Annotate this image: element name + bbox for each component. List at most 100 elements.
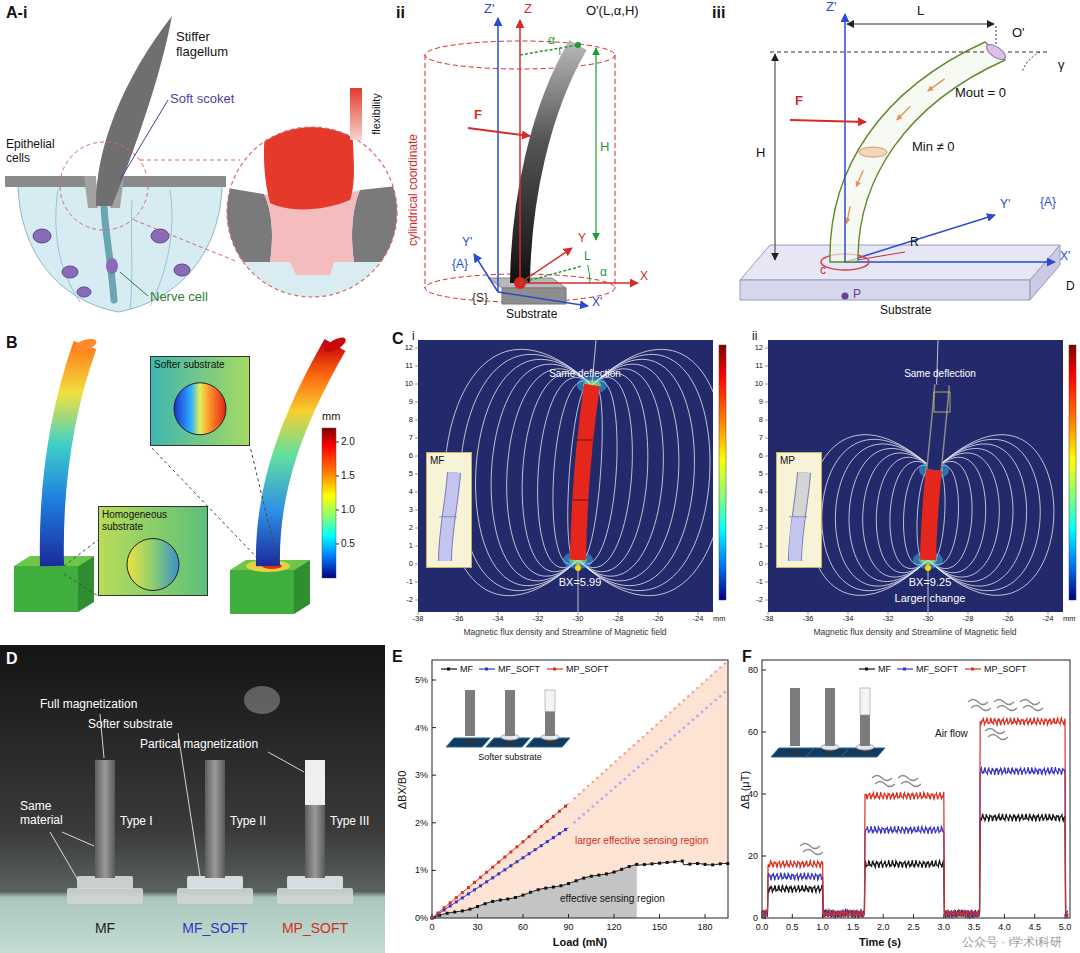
data-marker (678, 703, 681, 706)
data-marker (719, 862, 722, 865)
annotation: Same deflection (904, 368, 976, 380)
data-marker (719, 666, 722, 669)
tick (432, 680, 436, 681)
tick-label: -2 (756, 596, 763, 605)
data-marker (614, 760, 617, 763)
data-marker (642, 762, 645, 765)
annotation: Larger change (895, 592, 966, 605)
tick (765, 420, 768, 421)
data-marker (605, 768, 608, 771)
dimension-label: R (910, 236, 919, 250)
tick (762, 670, 766, 671)
tick (432, 775, 436, 776)
tick-label: 0 (759, 560, 763, 569)
tick-label: 2.5 (907, 922, 920, 932)
data-marker (650, 862, 653, 865)
socket-wall (352, 186, 397, 262)
tick-label: 11 (755, 362, 763, 371)
data-marker (546, 820, 549, 823)
sensor-chip (546, 740, 554, 744)
flange (67, 888, 143, 904)
data-marker (664, 742, 667, 745)
data-marker (705, 707, 708, 710)
inset-picture (99, 507, 207, 595)
data-marker (701, 683, 704, 686)
tick (1034, 914, 1035, 918)
inset-picture (151, 357, 249, 445)
data-marker (696, 715, 699, 718)
tick (477, 914, 478, 918)
legend-text: MF_SOFT (916, 664, 958, 674)
substrate-front (740, 280, 1030, 300)
unit-label: mm (1063, 615, 1076, 624)
legend-item: MF_SOFT (896, 664, 958, 674)
point-label: O' (1012, 26, 1025, 41)
level-line (1008, 52, 1050, 53)
data-marker (597, 874, 600, 877)
legend-line-sample (479, 669, 495, 670)
tick-label: -34 (843, 615, 854, 624)
tick-label: -26 (1003, 615, 1014, 624)
epidermis (5, 176, 91, 187)
data-marker (696, 687, 699, 690)
data-marker (455, 896, 458, 899)
field-line (578, 384, 602, 561)
panel-d-photo (0, 645, 385, 953)
tick-label: 11 (405, 362, 413, 371)
data-marker (522, 894, 525, 897)
data-marker (509, 850, 512, 853)
data-marker (596, 777, 599, 780)
segment-line (439, 516, 457, 517)
tick-label: 30 (472, 922, 482, 932)
leader-line (178, 733, 200, 876)
angle-label: γ (1058, 58, 1065, 73)
data-marker (711, 863, 714, 866)
tick (432, 870, 436, 871)
sample-label: MP_SOFT (282, 920, 348, 936)
tick-label: 180 (698, 922, 713, 932)
tick-label: 40 (748, 789, 758, 799)
data-marker (485, 871, 488, 874)
data-marker (628, 865, 631, 868)
flexibility-bar (350, 88, 362, 140)
tick-label: 0% (415, 913, 428, 923)
data-marker (479, 884, 482, 887)
beam (52, 345, 85, 566)
plot-ground (418, 340, 713, 612)
sensor-board (446, 738, 490, 747)
axis (844, 14, 846, 262)
tick (765, 564, 768, 565)
tick-label: 4.5 (1028, 922, 1041, 932)
data-marker (491, 866, 494, 869)
angle-label: α (548, 34, 555, 48)
field-line (578, 354, 710, 590)
field-lines (444, 340, 713, 612)
tick (415, 564, 418, 565)
data-marker (552, 886, 555, 889)
air-flow-symbol (898, 776, 921, 787)
pillar (205, 760, 225, 878)
panel-label: C (392, 330, 404, 348)
panel-label: E (392, 648, 403, 666)
tick-label: 2.0 (877, 922, 890, 932)
data-marker (637, 740, 640, 743)
field-line (890, 461, 934, 568)
panel-label: ii (752, 330, 757, 344)
field-line (476, 359, 592, 585)
axis (520, 282, 638, 284)
tick-label: 6 (759, 452, 763, 461)
blur-spot (244, 686, 280, 714)
data-marker (467, 892, 470, 895)
tick (765, 582, 768, 583)
tick (765, 384, 768, 385)
tick-label: 80 (748, 665, 758, 675)
annotation: larger effective sensing region (575, 835, 708, 847)
tick-label: 10 (405, 380, 413, 389)
block-front (230, 570, 294, 614)
tick-label: 2% (415, 818, 428, 828)
data-marker (643, 863, 646, 866)
field-line (578, 381, 617, 564)
tick (765, 474, 768, 475)
nucleus (174, 264, 190, 276)
air-flow-symbol (872, 776, 895, 787)
